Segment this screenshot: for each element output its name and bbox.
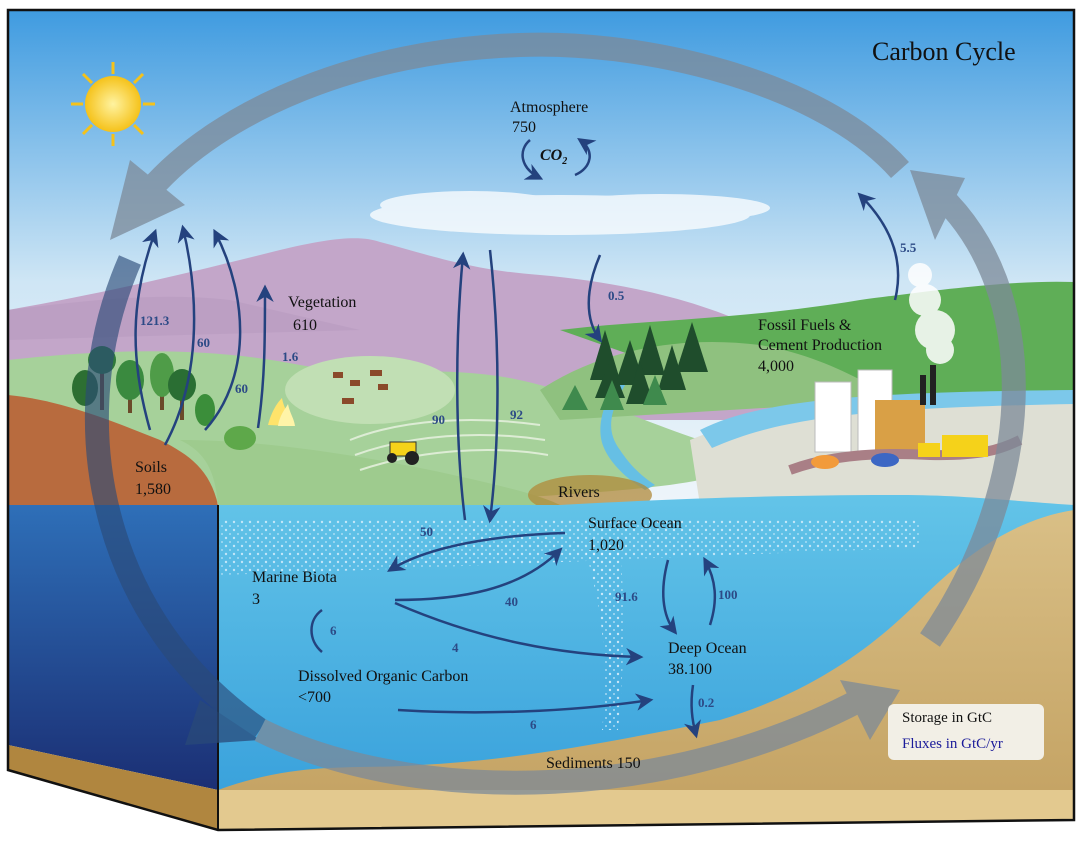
flux-biota-doc: 6 bbox=[330, 623, 337, 638]
arrow-biota-to-surface bbox=[394, 547, 563, 602]
flux-doc-to-deep: 6 bbox=[530, 717, 537, 732]
flux-fossil: 5.5 bbox=[900, 240, 917, 255]
flux-ocean-down: 92 bbox=[510, 407, 523, 422]
deep-ocean-value: 38.100 bbox=[668, 661, 712, 678]
forest-light bbox=[562, 375, 667, 410]
arrow-river bbox=[584, 254, 603, 343]
surface-ocean-label: Surface Ocean bbox=[588, 515, 682, 532]
fossil-label-2: Cement Production bbox=[758, 337, 882, 354]
marine-biota-label: Marine Biota bbox=[252, 569, 337, 586]
doc-label: Dissolved Organic Carbon bbox=[298, 668, 468, 685]
rivers-label: Rivers bbox=[558, 484, 600, 501]
fire-icon bbox=[268, 398, 295, 426]
city bbox=[814, 365, 936, 453]
soils-value: 1,580 bbox=[135, 481, 171, 498]
vehicles bbox=[811, 435, 988, 469]
arrow-deep-to-surface bbox=[703, 556, 720, 626]
flux-ocean-up: 90 bbox=[432, 412, 445, 427]
arrow-veg-to-atm bbox=[204, 228, 242, 431]
atmosphere-label: Atmosphere bbox=[510, 99, 588, 116]
tractor-icon bbox=[387, 441, 419, 465]
fossil-value: 4,000 bbox=[758, 358, 794, 375]
diagram-title: Carbon Cycle bbox=[872, 37, 1016, 66]
soils-label: Soils bbox=[135, 459, 167, 476]
arrow-doc-to-deep bbox=[397, 693, 654, 714]
vegetation-label: Vegetation bbox=[288, 294, 356, 311]
ocean-front bbox=[8, 505, 218, 790]
smoke bbox=[908, 263, 955, 364]
flux-veg-to-atm: 60 bbox=[235, 381, 248, 396]
fossil-label-1: Fossil Fuels & bbox=[758, 317, 852, 334]
arrow-ocean-down bbox=[483, 249, 501, 524]
flux-arrows bbox=[134, 138, 900, 739]
pasture bbox=[285, 356, 455, 424]
doc-value: <700 bbox=[298, 689, 331, 706]
flux-atm-to-veg: 60 bbox=[197, 335, 210, 350]
legend-storage: Storage in GtC bbox=[902, 710, 992, 726]
legend bbox=[888, 704, 1044, 760]
arrow-co2-left bbox=[521, 139, 544, 180]
arrow-surface-to-deep bbox=[659, 559, 678, 635]
flux-river: 0.5 bbox=[608, 288, 625, 303]
arrow-surface-to-biota bbox=[387, 531, 566, 572]
box-floor bbox=[218, 790, 1074, 830]
atmosphere-value: 750 bbox=[512, 119, 536, 136]
arrow-biota-doc bbox=[310, 608, 323, 653]
river-right bbox=[700, 390, 1074, 448]
surface-band bbox=[8, 520, 920, 575]
fields bbox=[349, 419, 549, 471]
sinking-particles bbox=[585, 550, 624, 730]
soil-cliff bbox=[8, 395, 218, 505]
grass-left bbox=[180, 440, 560, 505]
clouds bbox=[370, 191, 770, 235]
arrow-atm-to-soil bbox=[163, 224, 196, 446]
sediments-label: Sediments 150 bbox=[546, 755, 641, 772]
flux-surface-to-deep: 91.6 bbox=[615, 589, 638, 604]
flux-veg: 1.6 bbox=[282, 349, 299, 364]
flux-deep-to-sed: 0.2 bbox=[698, 695, 714, 710]
flux-soil-to-atm: 121.3 bbox=[140, 313, 170, 328]
big-cycle-arrow bbox=[85, 32, 1026, 795]
legend-fluxes: Fluxes in GtC/yr bbox=[902, 736, 1003, 752]
arrow-biota-to-deep bbox=[394, 601, 644, 666]
forest bbox=[590, 322, 708, 404]
flux-biota-to-deep: 4 bbox=[452, 640, 459, 655]
cattle-icon bbox=[333, 370, 388, 404]
deep-ocean-label: Deep Ocean bbox=[668, 640, 747, 657]
flux-biota-to-surface: 40 bbox=[505, 594, 518, 609]
sun-icon bbox=[71, 62, 155, 146]
marine-biota-value: 3 bbox=[252, 591, 260, 608]
arrow-fossil bbox=[857, 192, 900, 301]
arrow-soil-to-atm bbox=[134, 228, 159, 431]
co2-label: CO2 bbox=[540, 147, 567, 167]
vegetation-value: 610 bbox=[293, 317, 317, 334]
frame bbox=[6, 8, 1076, 832]
arrow-veg-flux bbox=[256, 284, 274, 429]
surface-ocean-value: 1,020 bbox=[588, 537, 624, 554]
arrow-ocean-up bbox=[452, 251, 471, 521]
arrow-co2-right bbox=[574, 138, 597, 177]
box-bottom bbox=[8, 745, 218, 830]
flux-deep-to-surface: 100 bbox=[718, 587, 738, 602]
arrow-deep-to-sed bbox=[683, 684, 701, 739]
flux-surface-to-biota: 50 bbox=[420, 524, 433, 539]
